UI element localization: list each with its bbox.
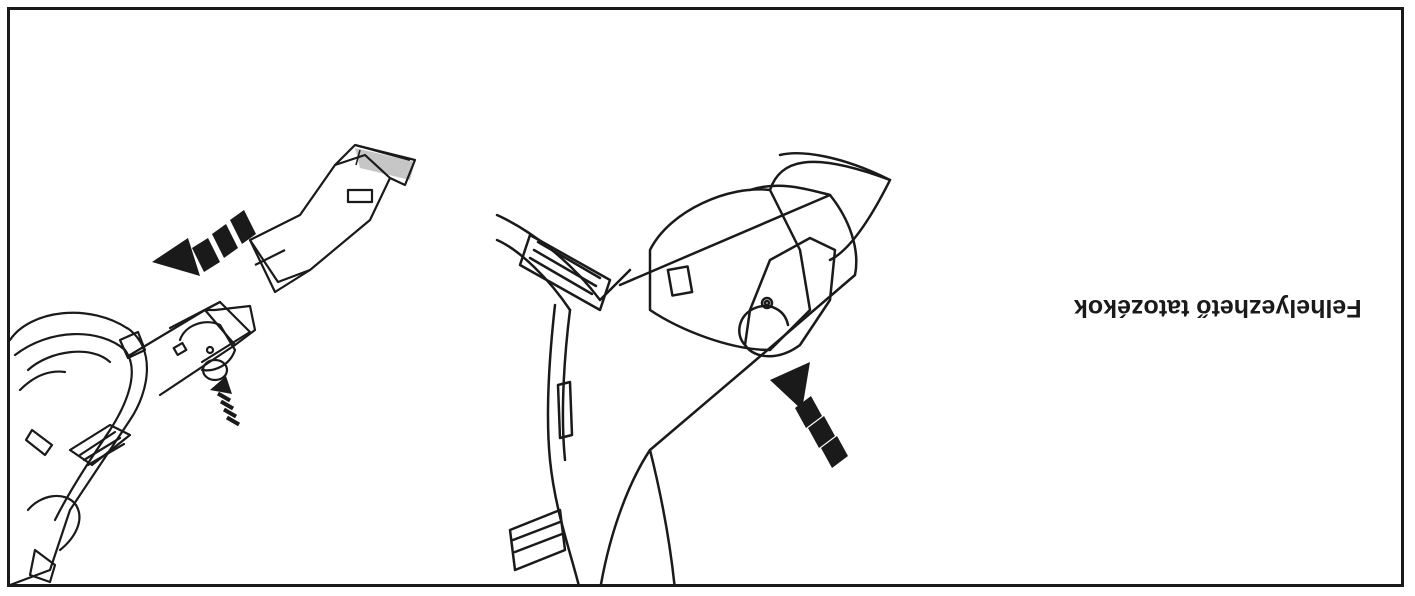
push-arrow-large [770,362,848,468]
release-button [745,238,835,356]
detail-tube [600,195,856,587]
accessory-caption: Felhelyezhető tatozékok [1074,293,1362,322]
caption-region: Felhelyezhető tatozékok [972,293,1362,333]
figure-frame: Felhelyezhető tatozékok [7,7,1404,587]
